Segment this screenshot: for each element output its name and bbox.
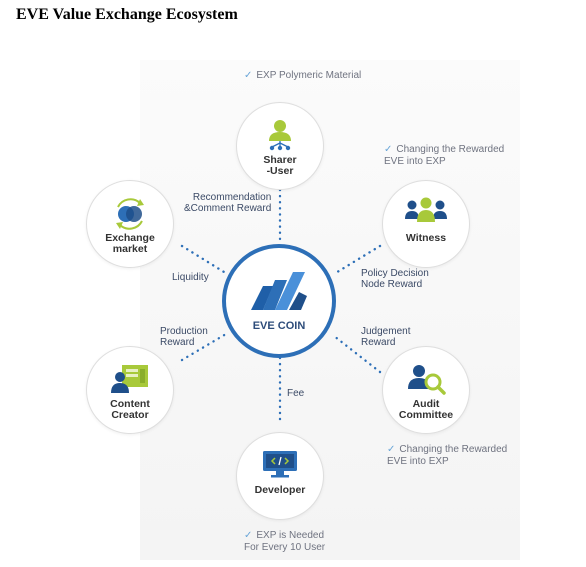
node-content-creator: Content Creator (86, 346, 174, 434)
note-audit: ✓Changing the Rewarded EVE into EXP (387, 444, 507, 468)
user-share-icon (269, 120, 291, 151)
witness-group-icon (405, 197, 447, 222)
check-icon: ✓ (244, 70, 253, 81)
node-exchange-market: Exchange market (86, 180, 174, 268)
link-exchange (180, 244, 226, 274)
audit-search-icon (408, 365, 446, 395)
link-audit (332, 334, 382, 374)
eve-coin-label: EVE COIN (252, 320, 306, 332)
node-audit-committee: Audit Committee (382, 346, 470, 434)
node-developer: Developer (236, 432, 324, 520)
link-content-creator (180, 332, 228, 362)
note-witness: ✓Changing the Rewarded EVE into EXP (384, 144, 504, 168)
note-text: EXP Polymeric Material (256, 70, 362, 81)
note-developer: ✓EXP is Needed For Every 10 User (244, 530, 325, 554)
page-title: EVE Value Exchange Ecosystem (16, 6, 238, 23)
note-text: EXP is Needed For Every 10 User (244, 530, 326, 553)
node-label: Developer (254, 484, 306, 496)
node-label: Content Creator (110, 398, 150, 421)
node-label: Exchange market (105, 232, 155, 255)
eve-logo-icon (251, 272, 307, 310)
flow-label-policy: Policy Decision Node Reward (361, 268, 429, 290)
flow-label-fee: Fee (287, 388, 305, 399)
content-box-icon (111, 365, 148, 393)
flow-label-judgement: Judgement Reward (361, 326, 411, 348)
note-text: Changing the Rewarded EVE into EXP (387, 444, 508, 467)
flow-label-recommendation: Recommendation &Comment Reward (184, 192, 272, 214)
check-icon: ✓ (244, 530, 253, 541)
note-text: Changing the Rewarded EVE into EXP (384, 144, 505, 167)
node-label: Audit Committee (398, 398, 454, 421)
check-icon: ✓ (387, 444, 396, 455)
node-sharer-user: Sharer -User (236, 102, 324, 190)
flow-label-production: Production Reward (160, 326, 208, 348)
flow-label-liquidity: Liquidity (172, 272, 209, 283)
code-monitor-icon (263, 451, 297, 478)
node-label: Sharer -User (263, 154, 297, 177)
exchange-cycle-icon (116, 198, 144, 230)
note-sharer: ✓EXP Polymeric Material (244, 70, 361, 82)
eve-coin-center: EVE COIN (222, 244, 336, 358)
node-witness: Witness (382, 180, 470, 268)
node-label: Witness (405, 232, 447, 244)
check-icon: ✓ (384, 144, 393, 155)
